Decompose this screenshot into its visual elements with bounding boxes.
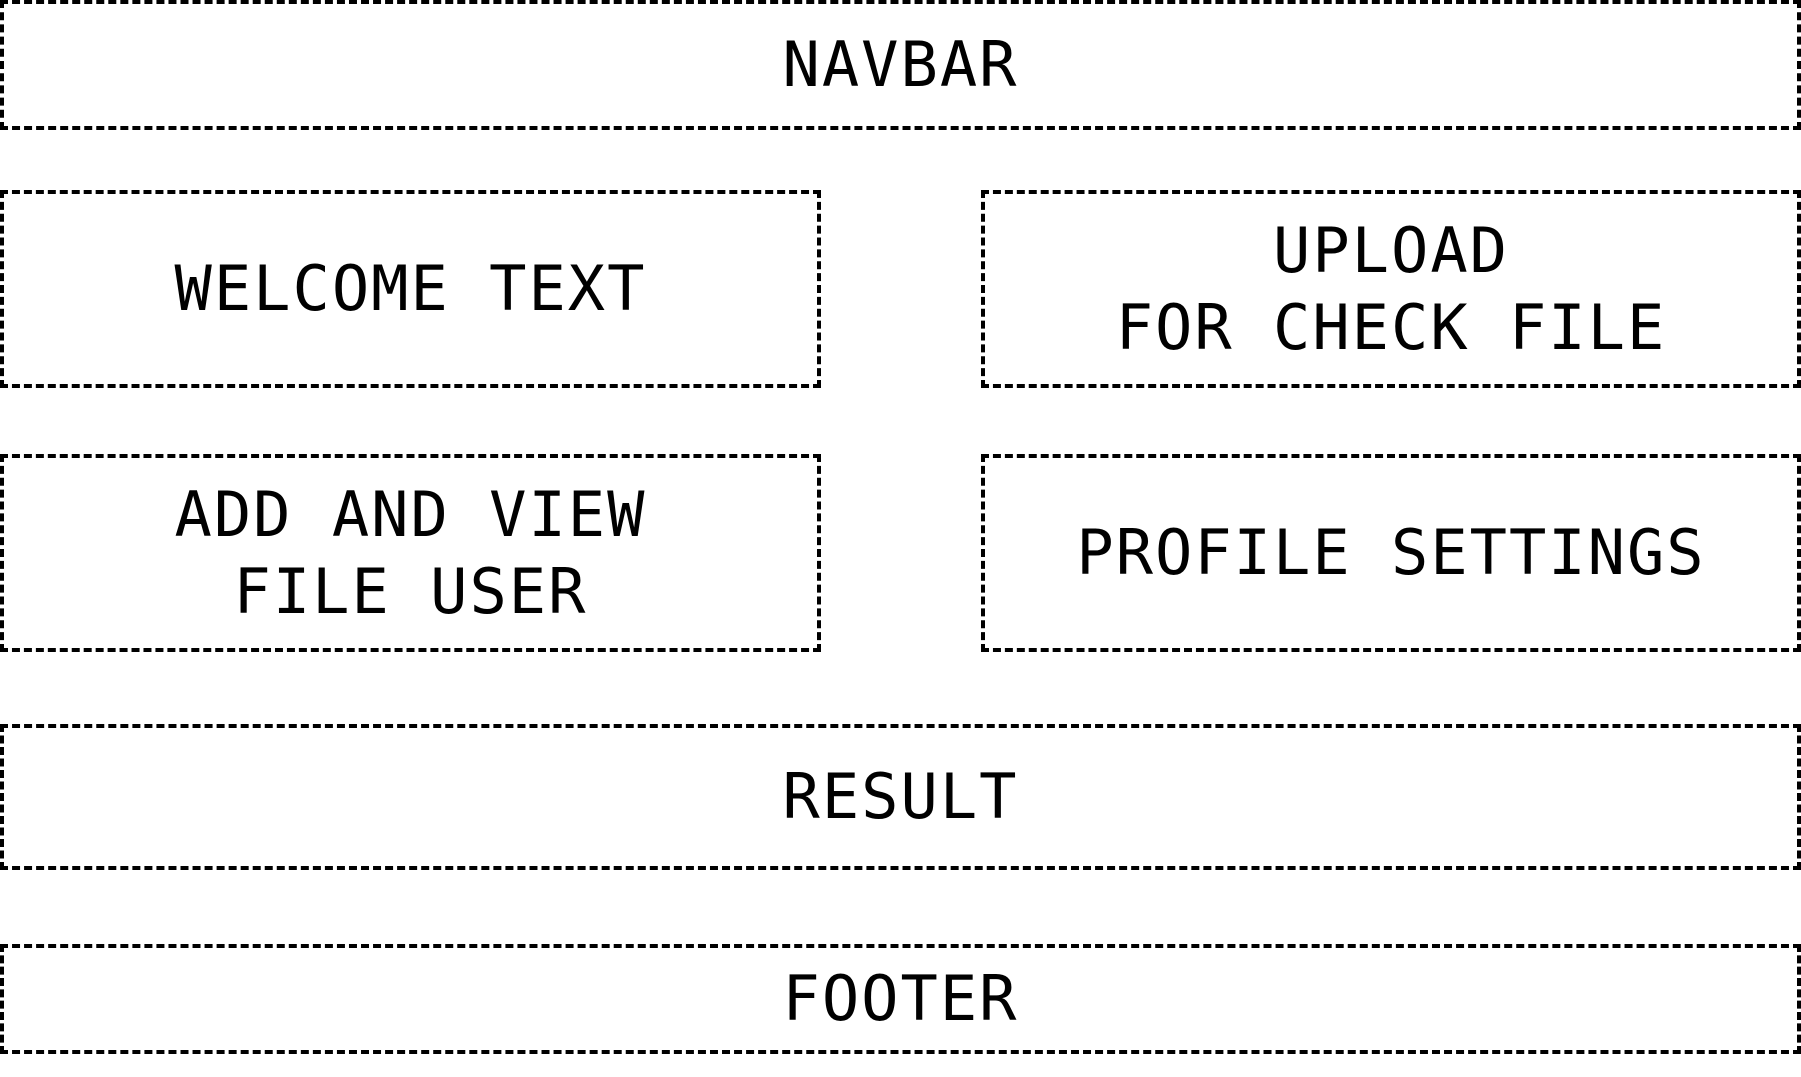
footer-section: FOOTER (0, 944, 1801, 1054)
navbar-section: NAVBAR (0, 0, 1801, 130)
result-label: RESULT (782, 760, 1019, 834)
result-section: RESULT (0, 724, 1801, 870)
add-view-file-section: ADD AND VIEW FILE USER (0, 454, 821, 652)
profile-settings-section: PROFILE SETTINGS (981, 454, 1801, 652)
upload-label-line1: UPLOAD (1273, 213, 1509, 287)
footer-label: FOOTER (782, 962, 1019, 1036)
welcome-text-section: WELCOME TEXT (0, 190, 821, 388)
add-view-label-line1: ADD AND VIEW (174, 477, 647, 551)
welcome-text-label: WELCOME TEXT (174, 252, 647, 326)
upload-section: UPLOAD FOR CHECK FILE (981, 190, 1801, 388)
add-view-label-line2: FILE USER (233, 555, 588, 628)
profile-settings-label: PROFILE SETTINGS (1076, 516, 1706, 590)
upload-label-line2: FOR CHECK FILE (1115, 291, 1667, 364)
navbar-label: NAVBAR (782, 28, 1019, 102)
